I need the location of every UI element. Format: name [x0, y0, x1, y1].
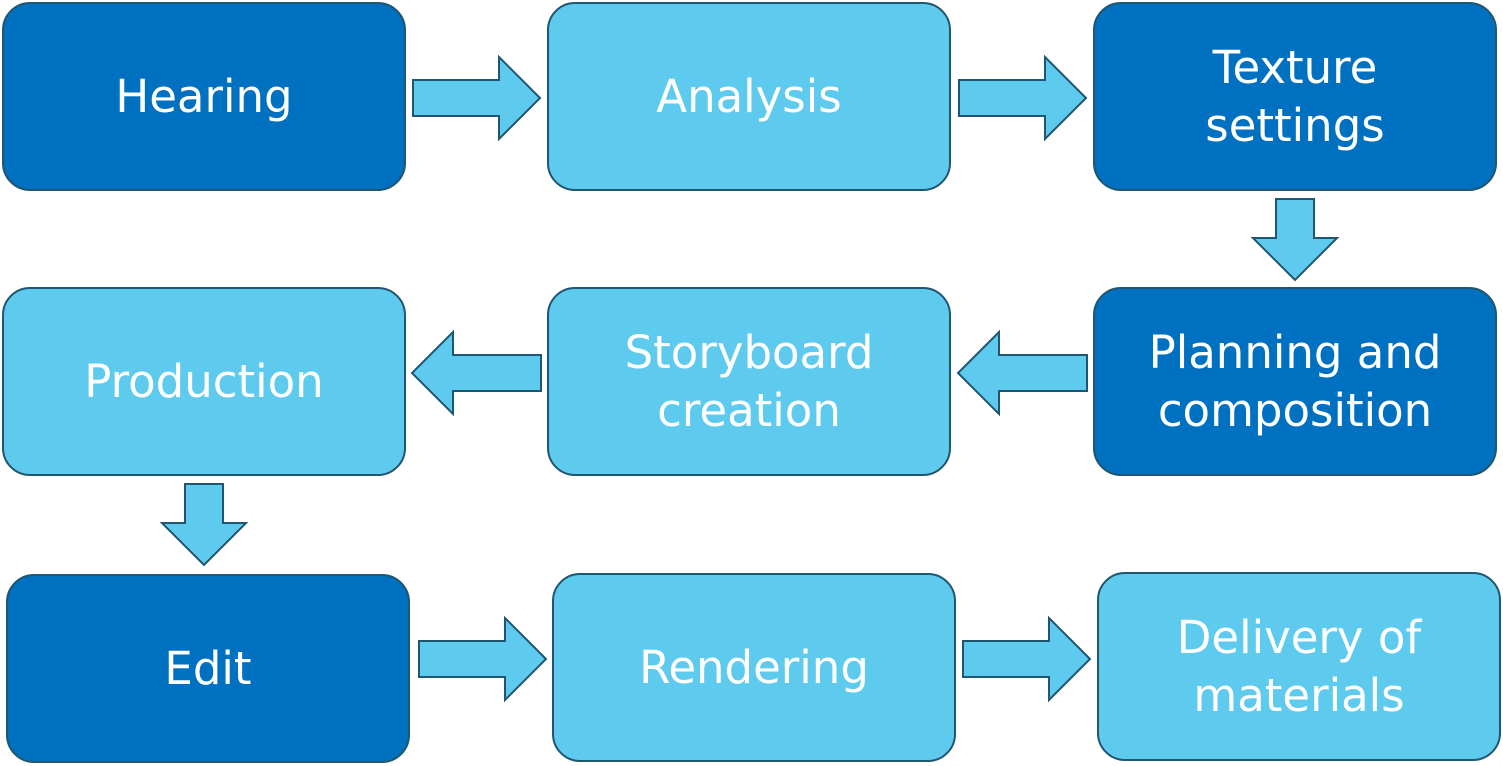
step-hearing: Hearing	[2, 2, 406, 191]
step-rendering: Rendering	[552, 573, 956, 762]
step-storyboard-creation: Storyboard creation	[547, 287, 951, 476]
step-planning-and-composition: Planning and composition	[1093, 287, 1497, 476]
arrow-down-icon	[159, 483, 249, 567]
arrow-right-icon	[958, 54, 1088, 142]
step-delivery-of-materials: Delivery of materials	[1097, 572, 1501, 761]
arrow-right-icon	[412, 54, 542, 142]
step-analysis: Analysis	[547, 2, 951, 191]
arrow-right-icon	[962, 615, 1092, 703]
arrow-down-icon	[1250, 198, 1340, 282]
arrow-right-icon	[418, 615, 548, 703]
arrow-left-icon	[410, 329, 542, 417]
step-edit: Edit	[6, 574, 410, 763]
step-texture-settings: Texture settings	[1093, 2, 1497, 191]
arrow-left-icon	[956, 329, 1088, 417]
step-production: Production	[2, 287, 406, 476]
